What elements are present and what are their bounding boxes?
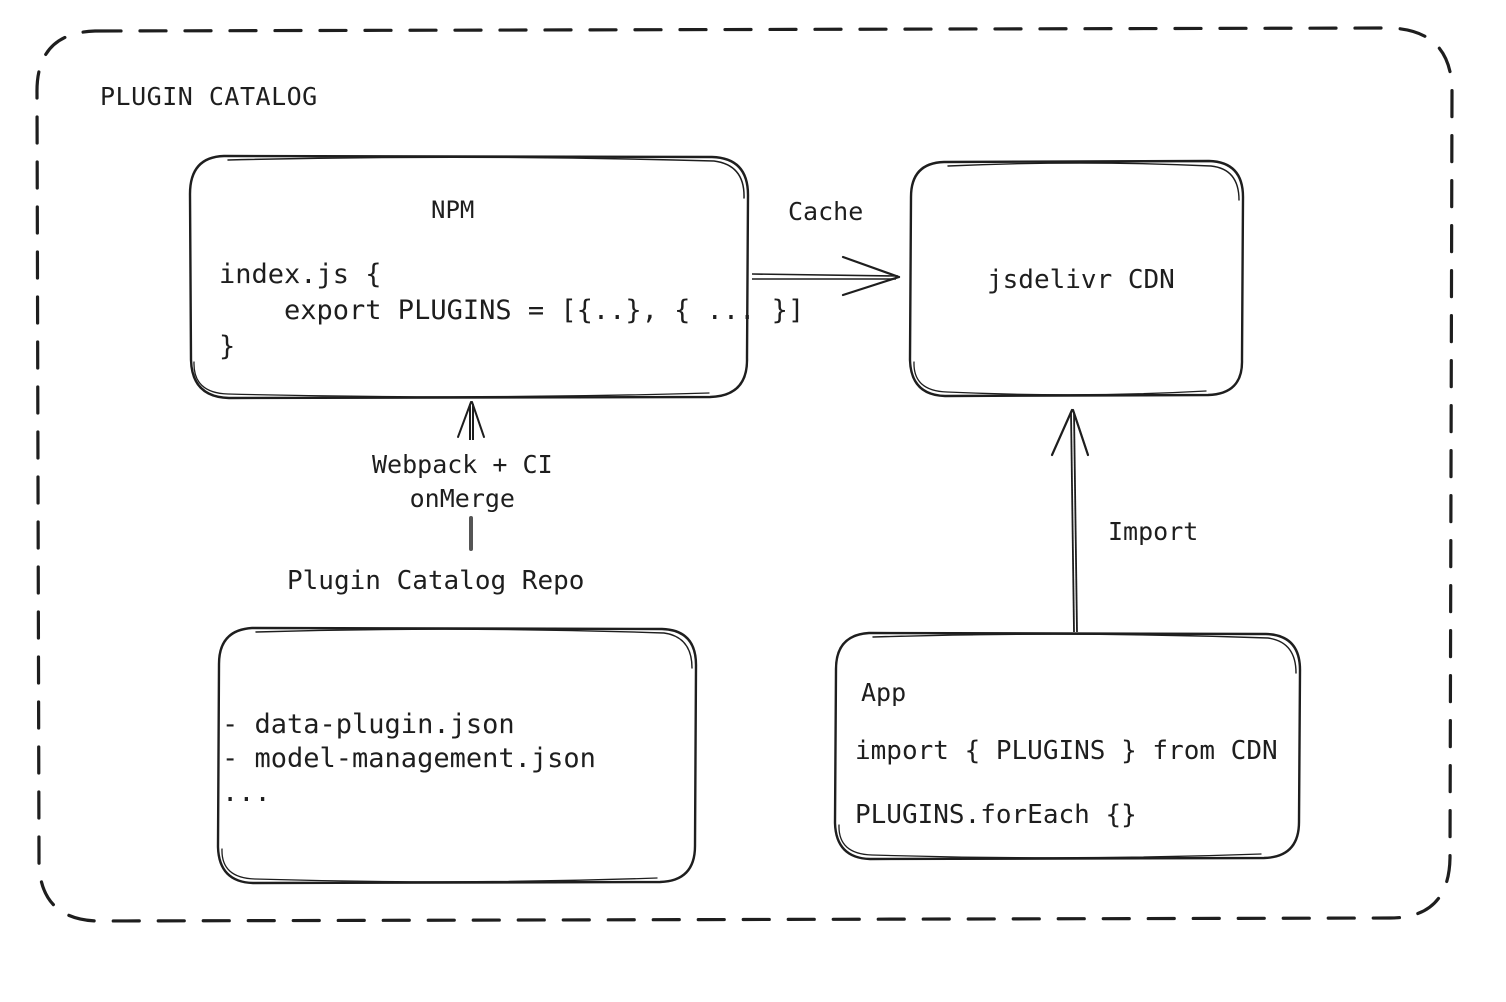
container-title: PLUGIN CATALOG bbox=[100, 82, 318, 111]
repo-node-files: - data-plugin.json - model-management.js… bbox=[222, 709, 596, 808]
app-node-import-statement: import { PLUGINS } from CDN bbox=[855, 736, 1278, 766]
npm-node-title: NPM bbox=[431, 196, 475, 224]
cdn-node-title: jsdelivr CDN bbox=[987, 265, 1175, 295]
repo-node-heading: Plugin Catalog Repo bbox=[287, 566, 585, 596]
app-node-title: App bbox=[861, 678, 907, 707]
edge-label-import: Import bbox=[1108, 517, 1199, 546]
npm-node-code: index.js { export PLUGINS = [{..}, { ...… bbox=[219, 259, 805, 362]
edge-label-cache: Cache bbox=[788, 197, 864, 226]
edge-label-build: Webpack + CI onMerge bbox=[372, 450, 553, 513]
edge-import-arrow bbox=[1050, 408, 1090, 633]
app-node-foreach-statement: PLUGINS.forEach {} bbox=[855, 800, 1137, 830]
